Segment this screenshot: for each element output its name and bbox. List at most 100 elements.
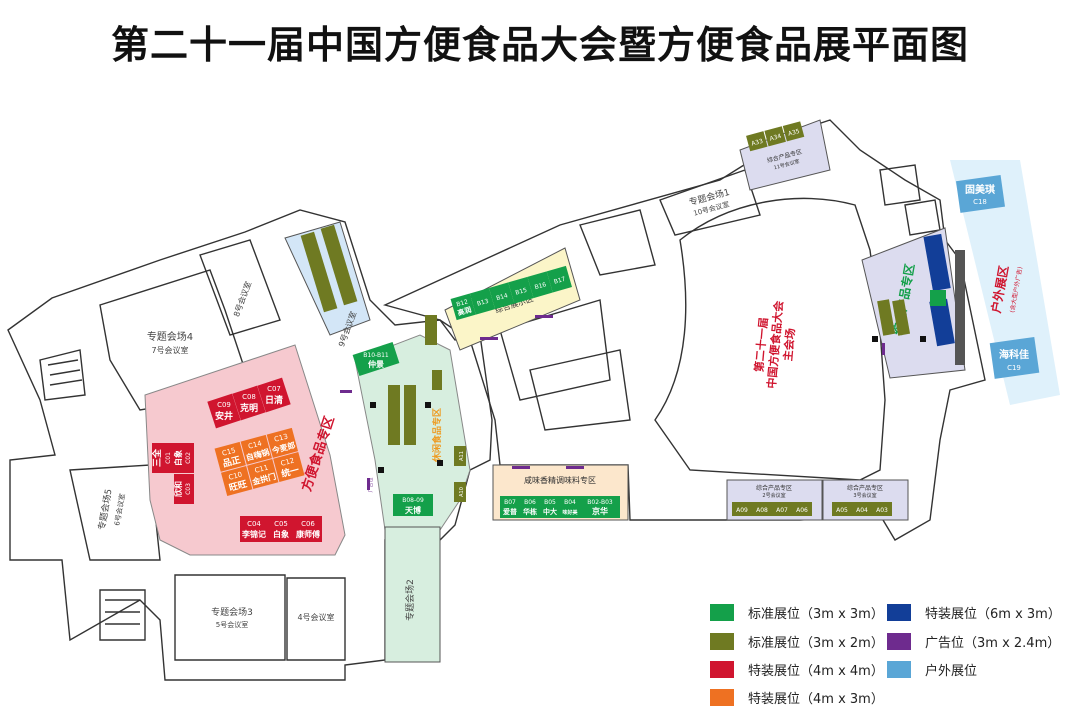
- inner-walls-4: [579, 209, 656, 276]
- stairs-3: [879, 164, 921, 206]
- booth-strip-general: [425, 315, 437, 345]
- booth-a05-code: A05: [836, 507, 848, 514]
- booth-c12-code: C12: [280, 457, 295, 468]
- stairs-1: [39, 349, 86, 401]
- booth-b16-code: B16: [534, 281, 547, 291]
- legend-outdoor-label: 户外展位: [925, 664, 978, 679]
- booth-strip-leisure-c: [432, 370, 442, 390]
- room4-name: 4号会议室: [297, 612, 334, 622]
- booth-b0809-name: 天博: [405, 505, 421, 515]
- booth-strip-room9: [300, 231, 338, 313]
- booth-a03: [872, 502, 892, 516]
- legend-spec18: 特装展位（6m x 3m）: [887, 603, 1061, 622]
- hall5-name: 专题会场5: [96, 488, 115, 531]
- booth-c04-name: 李锦记: [241, 529, 266, 539]
- booth-a07: [772, 502, 792, 516]
- p2-sub: 2号会议室: [762, 492, 785, 499]
- inner-walls-5: [174, 574, 286, 661]
- booth-c06: [294, 516, 322, 542]
- legend-std6-label: 标准展位（3m x 2m）: [748, 636, 884, 651]
- legend-std6-swatch: [710, 633, 734, 650]
- ad-slot-6: [535, 315, 553, 318]
- booth-c12: [273, 452, 305, 482]
- legend-spec12: 特装展位（4m x 3m）: [710, 688, 884, 707]
- booth-navy-1: [923, 233, 951, 292]
- booth-a09-code: A09: [736, 507, 748, 514]
- pillar: [370, 402, 376, 408]
- booth-c19-name: 海科佳: [999, 348, 1029, 361]
- booth-c13: [266, 427, 299, 458]
- booth-c11-code: C11: [254, 464, 269, 475]
- booth-c06-code: C06: [301, 520, 315, 528]
- hall4-sub: 7号会议室: [151, 345, 188, 355]
- booth-a06-code: A06: [796, 507, 808, 514]
- building-outline-west: [7, 209, 493, 681]
- hall4-name: 专题会场4: [147, 330, 193, 343]
- booth-c01: [152, 443, 174, 473]
- booth-b17: [546, 265, 572, 293]
- booth-a07-code: A07: [776, 507, 788, 514]
- booth-b04-name: 味好美: [562, 509, 578, 516]
- hall2-name: 专题会场2: [404, 579, 416, 621]
- booth-b0203-code: B02-B03: [587, 499, 613, 506]
- booth-b04: [560, 496, 580, 518]
- booth-a11-code: A11: [459, 451, 465, 461]
- legend-std6: 标准展位（3m x 2m）: [710, 632, 884, 651]
- booth-c09-code: C09: [217, 401, 231, 409]
- booth-a10-code: A10: [459, 487, 465, 497]
- booth-a35: [782, 121, 805, 142]
- booth-c10-name: 旺旺: [228, 479, 248, 494]
- booth-b14-code: B14: [495, 292, 508, 302]
- booth-b10: [352, 342, 400, 376]
- booth-c10-code: C10: [228, 471, 243, 482]
- booth-strip-leisure-b: [404, 385, 416, 445]
- legend-outdoor-swatch: [887, 661, 911, 678]
- booth-c07: [257, 377, 291, 413]
- booth-b05: [540, 496, 560, 518]
- hall5-sub: 6号会议室: [112, 493, 127, 527]
- ad-label: 广告位: [367, 477, 374, 492]
- booth-c01-name: 三全: [151, 448, 163, 467]
- booth-b15-code: B15: [515, 287, 528, 297]
- seasoning-zone-label: 咸味香精调味料专区: [524, 475, 596, 485]
- booth-b06: [520, 496, 540, 518]
- booth-b04-code: B04: [564, 499, 576, 506]
- booth-b16: [527, 271, 553, 299]
- p2-name: 综合产品专区: [756, 484, 792, 492]
- booth-b10-code: B10-B11: [363, 352, 389, 359]
- booth-strip-room9-b: [320, 224, 358, 306]
- ad-slot-5: [480, 337, 498, 340]
- booth-b14: [489, 282, 515, 310]
- booth-c05: [268, 516, 294, 542]
- main-hall-line3: 主会场: [781, 328, 798, 362]
- booth-b13-code: B13: [476, 298, 489, 308]
- hall3-name: 专题会场3: [211, 606, 253, 618]
- booth-a04-code: A04: [856, 507, 868, 514]
- legend-spec12-swatch: [710, 689, 734, 706]
- booth-b13: [469, 287, 496, 315]
- legend-spec16-swatch: [710, 661, 734, 678]
- legend-spec18-swatch: [887, 604, 911, 621]
- booth-c05-code: C05: [274, 520, 288, 528]
- booth-a09: [732, 502, 752, 516]
- legend-std9-label: 标准展位（3m x 3m）: [748, 607, 884, 622]
- booth-c04: [240, 516, 268, 542]
- room8-name: 8号会议室: [231, 280, 253, 318]
- outdoor-banner-wall: [955, 250, 965, 365]
- booth-b0809-code: B08-09: [402, 497, 424, 504]
- main-hall-line1: 第二十一届: [752, 317, 771, 373]
- ad-slot-2: [367, 478, 370, 490]
- pillar: [872, 336, 878, 342]
- booth-c18-code: C18: [973, 198, 987, 206]
- booth-a11: [454, 446, 466, 466]
- booth-b05-name: 中大: [543, 507, 557, 516]
- p3-name: 综合产品专区: [847, 484, 883, 492]
- booth-c14-code: C14: [247, 439, 263, 450]
- legend-ad-swatch: [887, 633, 911, 650]
- booth-c07-name: 日清: [265, 394, 283, 406]
- stairs-4: [904, 199, 941, 236]
- booth-b05-code: B05: [544, 499, 556, 506]
- booth-c19: [989, 336, 1040, 379]
- ad-slot-3: [512, 466, 530, 469]
- booth-c03: [174, 474, 194, 504]
